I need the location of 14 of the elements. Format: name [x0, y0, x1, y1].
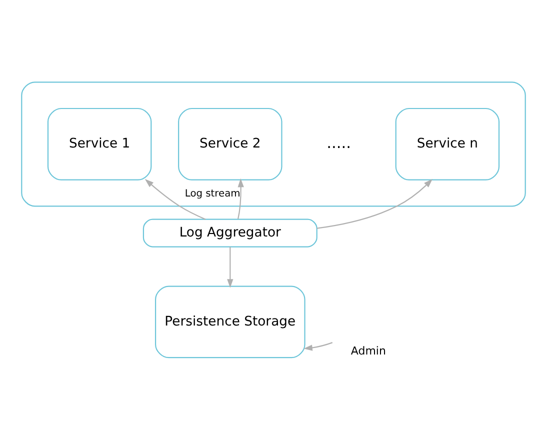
node-box: Log Aggregator — [142, 218, 318, 248]
arrow — [316, 178, 432, 229]
arrow — [238, 178, 244, 220]
node-box: Service n — [395, 108, 500, 180]
arrow — [227, 246, 234, 288]
arrow — [304, 342, 333, 351]
arrow — [144, 179, 206, 220]
edge-label: Log stream — [184, 188, 240, 200]
node-text: Admin — [350, 344, 386, 358]
node-box: Service 1 — [47, 108, 152, 180]
cluster — [21, 82, 526, 207]
node-box: Persistence Storage — [154, 286, 306, 358]
label: ..... — [326, 134, 352, 152]
node-box: Service 2 — [178, 108, 282, 180]
